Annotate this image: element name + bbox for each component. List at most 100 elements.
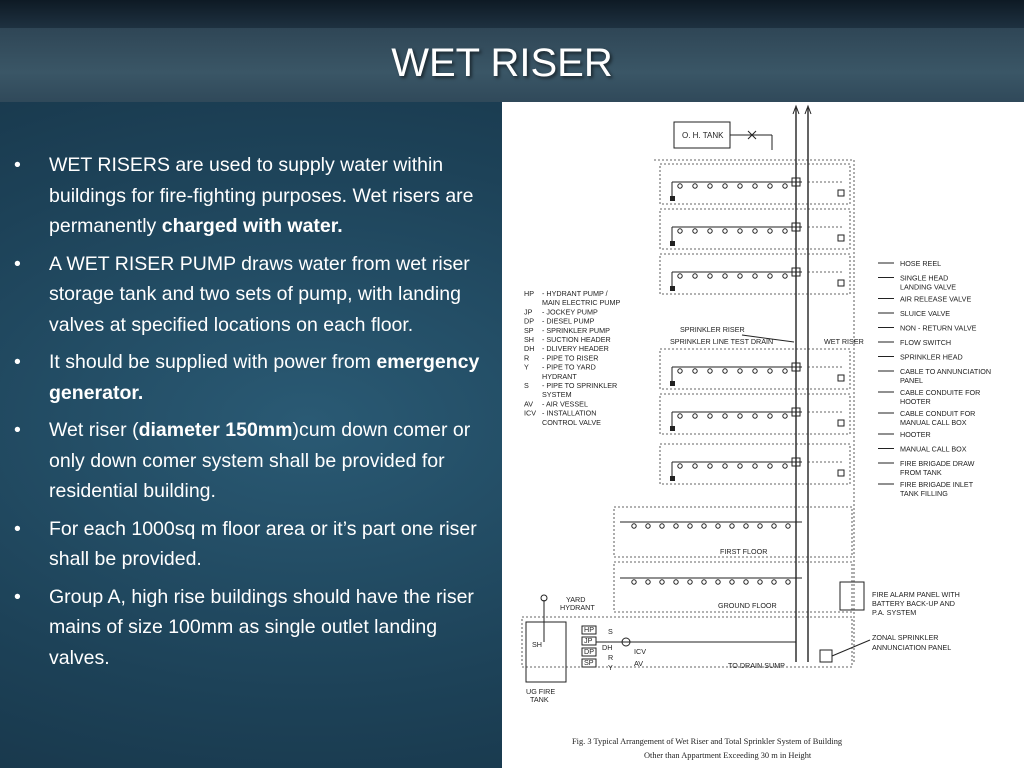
label-leader-line	[831, 639, 871, 657]
floor-outline	[659, 253, 851, 295]
bullet-list: • WET RISERS are used to supply water wit…	[14, 150, 500, 680]
bullet-bold-text: emergency generator.	[49, 351, 480, 404]
sprinkler-head-icon	[737, 273, 743, 279]
bullet-bold-text: charged with water.	[161, 215, 343, 237]
title-bar: WET RISER	[0, 28, 1024, 102]
building-outline	[654, 159, 855, 662]
sprinkler-head-icon	[677, 463, 683, 469]
abbrev-code: HP	[524, 289, 534, 298]
first-floor-label: FIRST FLOOR	[720, 547, 767, 556]
bullet-item: • For each 1000sq m floor area or it’s pa…	[14, 514, 500, 575]
fire-alarm-label: FIRE ALARM PANEL WITH	[872, 590, 960, 599]
sprinkler-head-icon	[692, 413, 698, 419]
floor-outline	[659, 163, 851, 205]
bullet-text: For each 1000sq m floor area or it’s par…	[49, 517, 477, 571]
sprinkler-head-icon	[729, 523, 735, 529]
bullet-marker: •	[14, 351, 21, 373]
sprinkler-head-icon	[752, 413, 758, 419]
pump-icon	[581, 625, 597, 635]
legend-label: MANUAL CALL BOX	[900, 418, 967, 427]
sprinkler-head-icon	[771, 579, 777, 585]
figure-caption: Fig. 3 Typical Arrangement of Wet Riser …	[572, 737, 843, 746]
hose-reel-icon	[670, 476, 675, 481]
abbrev-code: AV	[524, 399, 533, 408]
bullet-item: •Wet riser (diameter 150mm)cum down come…	[14, 415, 500, 507]
bullet-marker: •	[14, 517, 21, 540]
sprinkler-head-icon	[692, 463, 698, 469]
sprinkler-head-icon	[645, 523, 651, 529]
hose-reel-icon	[670, 426, 675, 431]
sprinkler-head-icon	[752, 228, 758, 234]
delivery-header-label: DH	[602, 643, 612, 652]
abbrev-meaning: - PIPE TO SPRINKLER	[542, 381, 617, 390]
sprinkler-head-icon	[715, 579, 721, 585]
legend-label: FIRE BRIGADE INLET	[900, 480, 974, 489]
av-label: AV	[634, 659, 643, 668]
fire-alarm-label: P.A. SYSTEM	[872, 608, 916, 617]
legend-label: HOOTER	[900, 397, 931, 406]
sprinkler-head-icon	[767, 368, 773, 374]
abbrev-code: DH	[524, 344, 534, 353]
fire-alarm-panel-box	[839, 581, 865, 611]
hose-reel-icon	[670, 241, 675, 246]
pump-label: DP	[584, 647, 594, 656]
zonal-panel-box	[819, 649, 833, 663]
hose-reel-icon	[670, 381, 675, 386]
abbrev-code: S	[524, 381, 529, 390]
landing-valve-icon	[791, 407, 801, 417]
yard-hydrant-label: HYDRANT	[560, 603, 595, 612]
sprinkler-head-icon	[677, 368, 683, 374]
legend-label: MANUAL CALL BOX	[900, 445, 967, 454]
bullet-marker: •	[14, 252, 21, 275]
legend-label: SPRINKLER HEAD	[900, 353, 963, 362]
sprinkler-head-icon	[722, 368, 728, 374]
abbrev-code: R	[524, 353, 529, 362]
yard-hydrant-label: YARD	[566, 595, 585, 604]
sprinkler-head-icon	[659, 523, 665, 529]
sprinkler-head-icon	[752, 463, 758, 469]
landing-valve-icon	[791, 457, 801, 467]
bullet-marker: •	[14, 585, 21, 608]
manual-call-box-icon	[837, 279, 845, 287]
sprinkler-head-icon	[767, 183, 773, 189]
sprinkler-head-icon	[782, 463, 788, 469]
sprinkler-head-icon	[743, 523, 749, 529]
sprinkler-head-icon	[687, 523, 693, 529]
ground-floor-label: GROUND FLOOR	[718, 601, 777, 610]
sprinkler-head-icon	[782, 368, 788, 374]
pump-label: HP	[584, 625, 594, 634]
drain-sump-label: TO DRAIN SUMP	[728, 661, 785, 670]
pipe-r-label: R	[608, 653, 613, 662]
abbrev-meaning: - SPRINKLER PUMP	[542, 326, 610, 335]
sprinkler-head-icon	[752, 368, 758, 374]
landing-valve-icon	[791, 222, 801, 232]
abbrev-code: JP	[524, 307, 533, 316]
ug-tank-box	[525, 621, 567, 683]
abbrev-code: Y	[524, 363, 529, 372]
sprinkler-head-icon	[673, 579, 679, 585]
sprinkler-head-icon	[743, 579, 749, 585]
bullet-text: )cum down comer or only down comer syste…	[49, 419, 471, 502]
sprinkler-head-icon	[707, 463, 713, 469]
bullet-text: WET RISERS are used to supply water with…	[49, 154, 474, 237]
sprinkler-head-icon	[729, 579, 735, 585]
bullet-text: Group A, high rise buildings should have…	[49, 585, 474, 669]
oh-tank-box	[673, 121, 731, 149]
abbrev-code: SH	[524, 335, 534, 344]
manual-call-box-icon	[837, 189, 845, 197]
sprinkler-head-icon	[757, 523, 763, 529]
pump-label: SP	[584, 658, 594, 667]
sprinkler-head-icon	[757, 579, 763, 585]
sprinkler-riser-label: SPRINKLER RISER	[680, 325, 745, 334]
manual-call-box-icon	[837, 374, 845, 382]
sprinkler-head-icon	[785, 523, 791, 529]
legend-label: FLOW SWITCH	[900, 338, 951, 347]
manual-call-box-icon	[837, 469, 845, 477]
abbrev-meaning: MAIN ELECTRIC PUMP	[542, 298, 620, 307]
legend-label: SLUICE VALVE	[900, 309, 950, 318]
floor-outline	[659, 443, 851, 485]
sprinkler-head-icon	[782, 183, 788, 189]
sprinkler-head-icon	[737, 228, 743, 234]
